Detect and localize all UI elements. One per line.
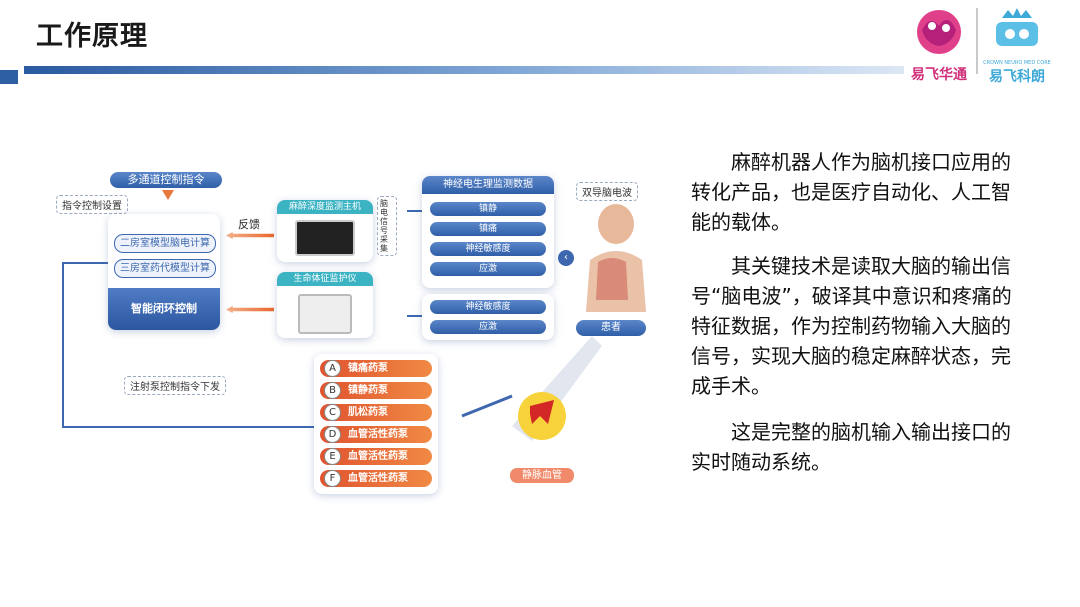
page-title: 工作原理 — [36, 14, 148, 53]
loop-line-bottom — [62, 426, 320, 428]
neuro-data-title: 神经电生理监测数据 — [422, 176, 554, 194]
feedback-arrow-icon — [226, 232, 274, 239]
pump-letter-e: E — [324, 448, 341, 465]
pump-item-c: 肌松药泵 C — [320, 404, 432, 421]
vein-beam-icon — [452, 336, 602, 446]
vein-label: 静脉血管 — [510, 468, 574, 483]
logo-left-text: 易飞华通 — [904, 64, 974, 84]
eeg-collect-tag: 脑电信号采集 — [377, 196, 397, 256]
logo-right-text: 易飞科朗 — [982, 66, 1052, 86]
down-arrow-icon — [162, 190, 174, 200]
monitor-screen-icon — [295, 220, 355, 256]
vital-monitor-icon — [298, 294, 352, 334]
closed-loop-control: 智能闭环控制 — [108, 288, 220, 330]
chevron-left-icon: ‹ — [558, 250, 574, 266]
logo-yifeikelang: CROWN NEURO MED CORE 易飞科朗 — [982, 4, 1052, 78]
multi-channel-label: 多通道控制指令 — [110, 172, 222, 188]
loop-line-top — [62, 262, 112, 264]
paragraph-1: 麻醉机器人作为脑机接口应用的转化产品，也是医疗自动化、人工智能的载体。 — [691, 147, 1021, 237]
paragraph-2: 其关键技术是读取大脑的输出信号“脑电波”，破译其中意识和疼痛的特征数据，作为控制… — [691, 251, 1021, 401]
brain-logo-icon — [904, 6, 974, 58]
control-box: 二房室模型脑电计算 三房室药代模型计算 智能闭环控制 — [108, 214, 220, 330]
vital-monitor-card: 生命体征监护仪 — [277, 272, 373, 338]
patient-label: 患者 — [576, 320, 646, 336]
three-room-drug-calc: 三房室药代模型计算 — [114, 259, 216, 278]
title-accent-block — [0, 70, 18, 84]
title-divider-bar — [24, 66, 904, 74]
pump-letter-d: D — [324, 426, 341, 443]
pump-letter-c: C — [324, 404, 341, 421]
two-room-eeg-calc: 二房室模型脑电计算 — [114, 234, 216, 253]
pump-letter-b: B — [324, 382, 341, 399]
pump-list: 镇痛药泵 A 镇静药泵 B 肌松药泵 C 血管活性药泵 D 血管活性药泵 E 血… — [320, 360, 432, 487]
anesthesia-monitor-title: 麻醉深度监测主机 — [277, 200, 373, 214]
vital-item-stress: 应激 — [430, 320, 546, 334]
anesthesia-monitor-card: 麻醉深度监测主机 — [277, 200, 373, 262]
pump-item-d: 血管活性药泵 D — [320, 426, 432, 443]
vital-monitor-title: 生命体征监护仪 — [277, 272, 373, 286]
dual-eeg-tag: 双导脑电波 — [576, 182, 638, 201]
vital-data-panel: 神经敏感度 应激 — [422, 294, 554, 340]
loop-line-vertical — [62, 262, 64, 426]
neuro-item-sensitivity: 神经敏感度 — [430, 242, 546, 256]
logo-yifeihuatong: 易飞华通 — [904, 6, 974, 80]
pump-item-f: 血管活性药泵 F — [320, 470, 432, 487]
pump-item-e: 血管活性药泵 E — [320, 448, 432, 465]
vital-item-sensitivity: 神经敏感度 — [430, 300, 546, 314]
pump-letter-f: F — [324, 470, 341, 487]
pump-panel: 镇痛药泵 A 镇静药泵 B 肌松药泵 C 血管活性药泵 D 血管活性药泵 E 血… — [314, 354, 438, 494]
pump-item-a: 镇痛药泵 A — [320, 360, 432, 377]
vital-feedback-arrow-icon — [226, 306, 274, 313]
feedback-label: 反馈 — [238, 216, 260, 232]
instr-setting-tag: 指令控制设置 — [56, 195, 128, 214]
anesthesia-robot-diagram: 多通道控制指令 指令控制设置 二房室模型脑电计算 三房室药代模型计算 智能闭环控… — [52, 160, 662, 500]
neuro-item-sedation: 镇静 — [430, 202, 546, 216]
neuro-item-stress: 应激 — [430, 262, 546, 276]
inject-command-tag: 注射泵控制指令下发 — [124, 376, 226, 395]
neuro-data-panel: 神经电生理监测数据 镇静 镇痛 神经敏感度 应激 — [422, 176, 554, 288]
logo-separator — [976, 8, 978, 74]
neuro-item-analgesia: 镇痛 — [430, 222, 546, 236]
paragraph-3: 这是完整的脑机输入输出接口的实时随动系统。 — [691, 417, 1021, 477]
pump-item-b: 镇静药泵 B — [320, 382, 432, 399]
crown-logo-icon — [982, 4, 1052, 56]
pump-letter-a: A — [324, 360, 341, 377]
patient-figure-icon — [576, 200, 646, 312]
